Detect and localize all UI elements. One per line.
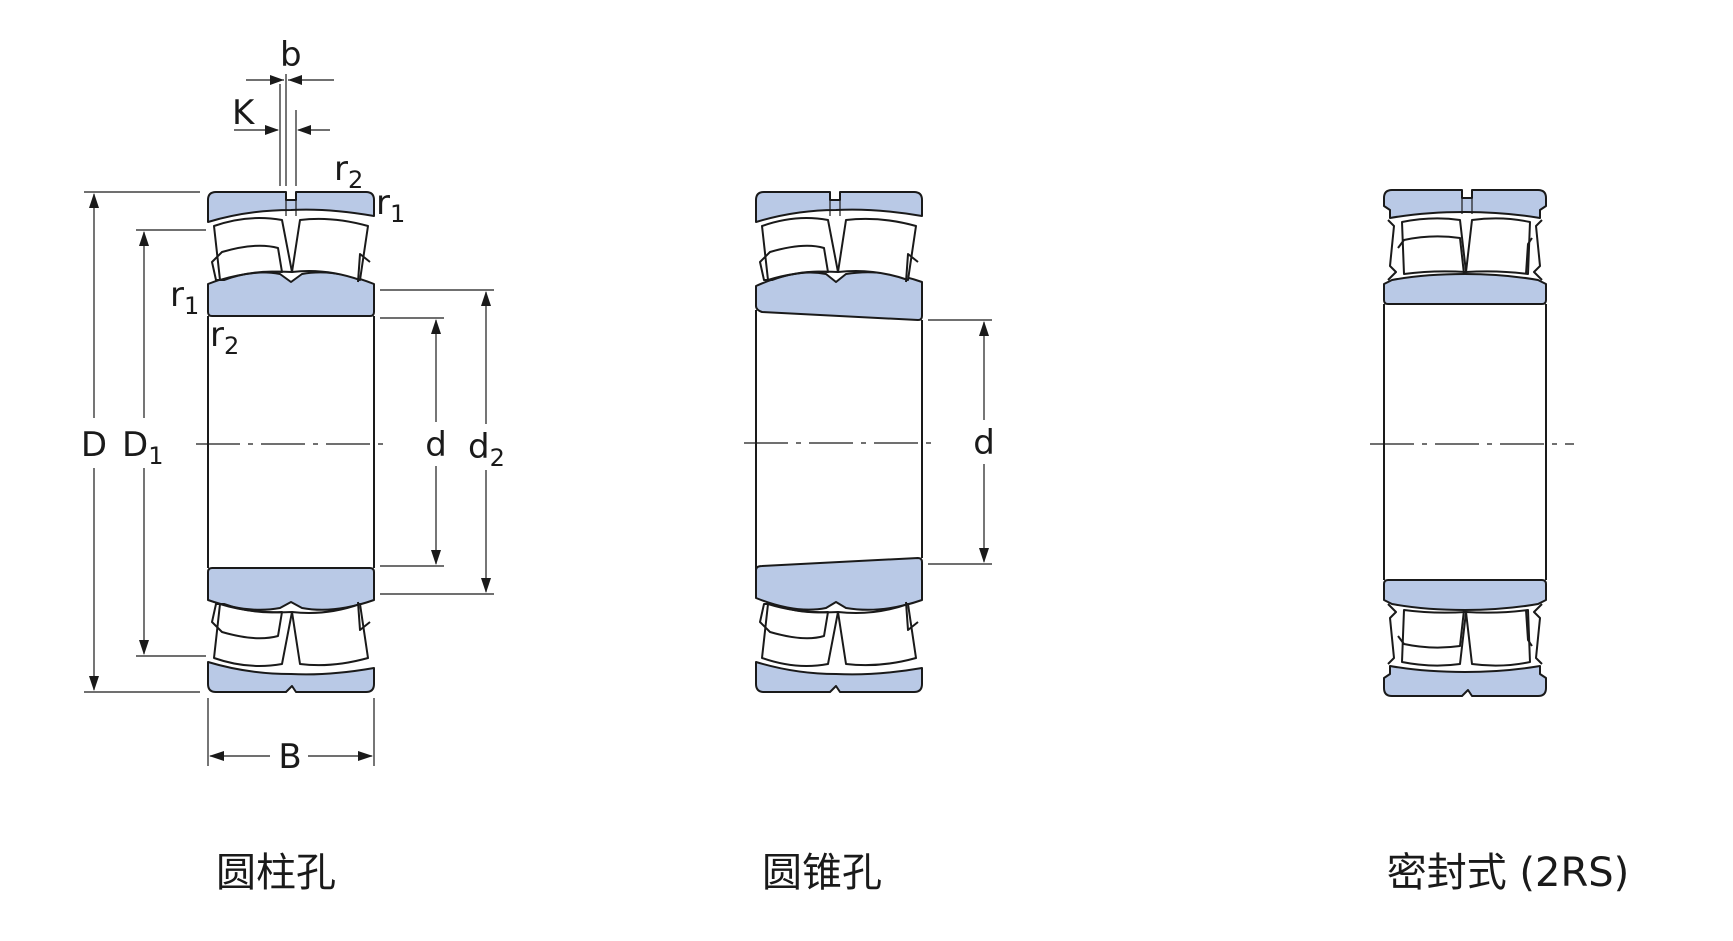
label-d2: d2 bbox=[468, 427, 505, 472]
label-K: K bbox=[232, 93, 256, 133]
sealed-2rs-bearing bbox=[1370, 189, 1574, 697]
caption-tapered-bore: 圆锥孔 bbox=[762, 850, 882, 896]
upper-section bbox=[1383, 189, 1547, 305]
label-D1: D1 bbox=[122, 425, 163, 470]
lower-section bbox=[207, 567, 375, 693]
cylindrical-bore-bearing: b K r2 r1 r1 r2 D D1 d d2 B bbox=[81, 35, 505, 777]
dimension-B bbox=[207, 698, 375, 766]
caption-cylindrical-bore: 圆柱孔 bbox=[216, 850, 336, 896]
label-r1-top: r1 bbox=[376, 183, 405, 228]
label-r2-top: r2 bbox=[334, 149, 363, 194]
label-r1-left: r1 bbox=[170, 275, 199, 320]
label-B: B bbox=[278, 737, 301, 777]
label-d-tapered: d bbox=[973, 423, 995, 463]
lower-section bbox=[755, 557, 923, 693]
caption-sealed-2rs: 密封式 (2RS) bbox=[1387, 850, 1630, 896]
dimension-d-tapered bbox=[928, 319, 992, 565]
label-d: d bbox=[425, 425, 447, 465]
dimension-D bbox=[84, 191, 200, 693]
tapered-bore-bearing: d bbox=[744, 191, 995, 693]
label-b: b bbox=[280, 35, 302, 75]
dimension-d2 bbox=[380, 289, 494, 595]
dimension-b-K bbox=[234, 74, 334, 186]
label-D: D bbox=[81, 425, 107, 465]
lower-section bbox=[1383, 579, 1547, 697]
upper-section bbox=[755, 191, 923, 321]
dimension-D1 bbox=[136, 229, 206, 657]
upper-section bbox=[207, 191, 375, 317]
label-r2-left: r2 bbox=[210, 315, 239, 360]
dimension-d bbox=[380, 317, 444, 567]
